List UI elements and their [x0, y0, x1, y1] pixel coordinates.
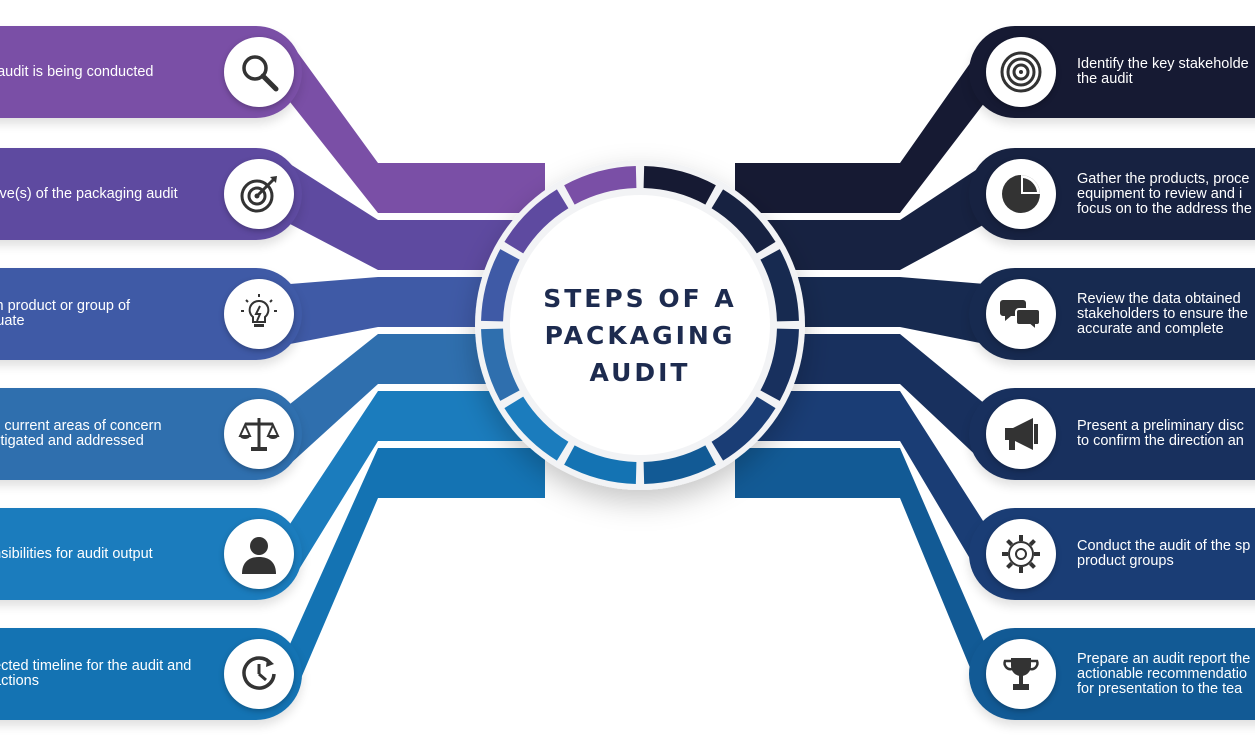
right-connector-1: [735, 42, 985, 213]
hub-segment: [760, 249, 799, 322]
hub-segment: [643, 445, 716, 484]
right-step-text: Gather the products, proce equipment to …: [1077, 171, 1252, 217]
right-step-text: Review the data obtained stakeholders to…: [1077, 291, 1248, 337]
hub-segment-ring: [481, 166, 799, 484]
trophy-icon: [986, 639, 1056, 709]
hub-segment: [504, 396, 569, 461]
left-step-text: pected timeline for the audit and t acti…: [0, 658, 192, 689]
left-step-text: e audit is being conducted: [0, 63, 154, 80]
right-step-2: Gather the products, proce equipment to …: [969, 148, 1255, 240]
pie-chart-icon: [986, 159, 1056, 229]
hub-segment: [481, 249, 520, 322]
hub-segment: [711, 396, 776, 461]
right-connector-2: [735, 164, 985, 270]
left-connector-5: [290, 391, 545, 584]
clock-refresh-icon: [224, 639, 294, 709]
left-step-2: ctive(s) of the packaging audit: [0, 148, 302, 240]
left-step-5: onsibilities for audit output: [0, 508, 302, 600]
right-connector-5: [735, 391, 985, 584]
target-dart-icon: [224, 159, 294, 229]
left-step-3: ich product or group of aluate: [0, 268, 302, 360]
right-step-text: Present a preliminary disc to confirm th…: [1077, 419, 1244, 449]
hub-title: STEPS OF A PACKAGING AUDIT: [543, 284, 737, 387]
hub-segment: [564, 166, 637, 205]
left-step-1: e audit is being conducted: [0, 26, 302, 118]
magnifier-icon: [224, 37, 294, 107]
hub-segment: [504, 189, 569, 254]
person-icon: [224, 519, 294, 589]
hub-segment: [481, 328, 520, 401]
left-connector-2: [290, 164, 545, 270]
lightbulb-icon: [224, 279, 294, 349]
right-step-3: Review the data obtained stakeholders to…: [969, 268, 1255, 360]
hub-segment: [643, 166, 716, 205]
left-step-4: ch current areas of concern estigated an…: [0, 388, 302, 480]
hub-segment: [564, 445, 637, 484]
left-connector-1: [290, 42, 545, 213]
left-step-text: ctive(s) of the packaging audit: [0, 185, 178, 202]
left-step-text: ich product or group of aluate: [0, 298, 131, 329]
hub-segment: [711, 189, 776, 254]
right-step-text: Identify the key stakeholde the audit: [1077, 57, 1249, 87]
gear-icon: [986, 519, 1056, 589]
right-step-6: Prepare an audit report the actionable r…: [969, 628, 1255, 720]
left-step-text: ch current areas of concern estigated an…: [0, 418, 162, 449]
right-step-4: Present a preliminary disc to confirm th…: [969, 388, 1255, 480]
right-step-1: Identify the key stakeholde the audit: [969, 26, 1255, 118]
right-step-text: Conduct the audit of the sp product grou…: [1077, 539, 1251, 569]
left-step-text: onsibilities for audit output: [0, 545, 153, 562]
megaphone-icon: [986, 399, 1056, 469]
left-step-6: pected timeline for the audit and t acti…: [0, 628, 302, 720]
hub-segment: [760, 328, 799, 401]
chat-bubbles-icon: [986, 279, 1056, 349]
right-connector-6: [735, 448, 985, 704]
left-connector-6: [290, 448, 545, 704]
bullseye-icon: [986, 37, 1056, 107]
right-step-5: Conduct the audit of the sp product grou…: [969, 508, 1255, 600]
hub-inner-circle: [510, 195, 770, 455]
scales-icon: [224, 399, 294, 469]
right-step-text: Prepare an audit report the actionable r…: [1077, 651, 1251, 697]
